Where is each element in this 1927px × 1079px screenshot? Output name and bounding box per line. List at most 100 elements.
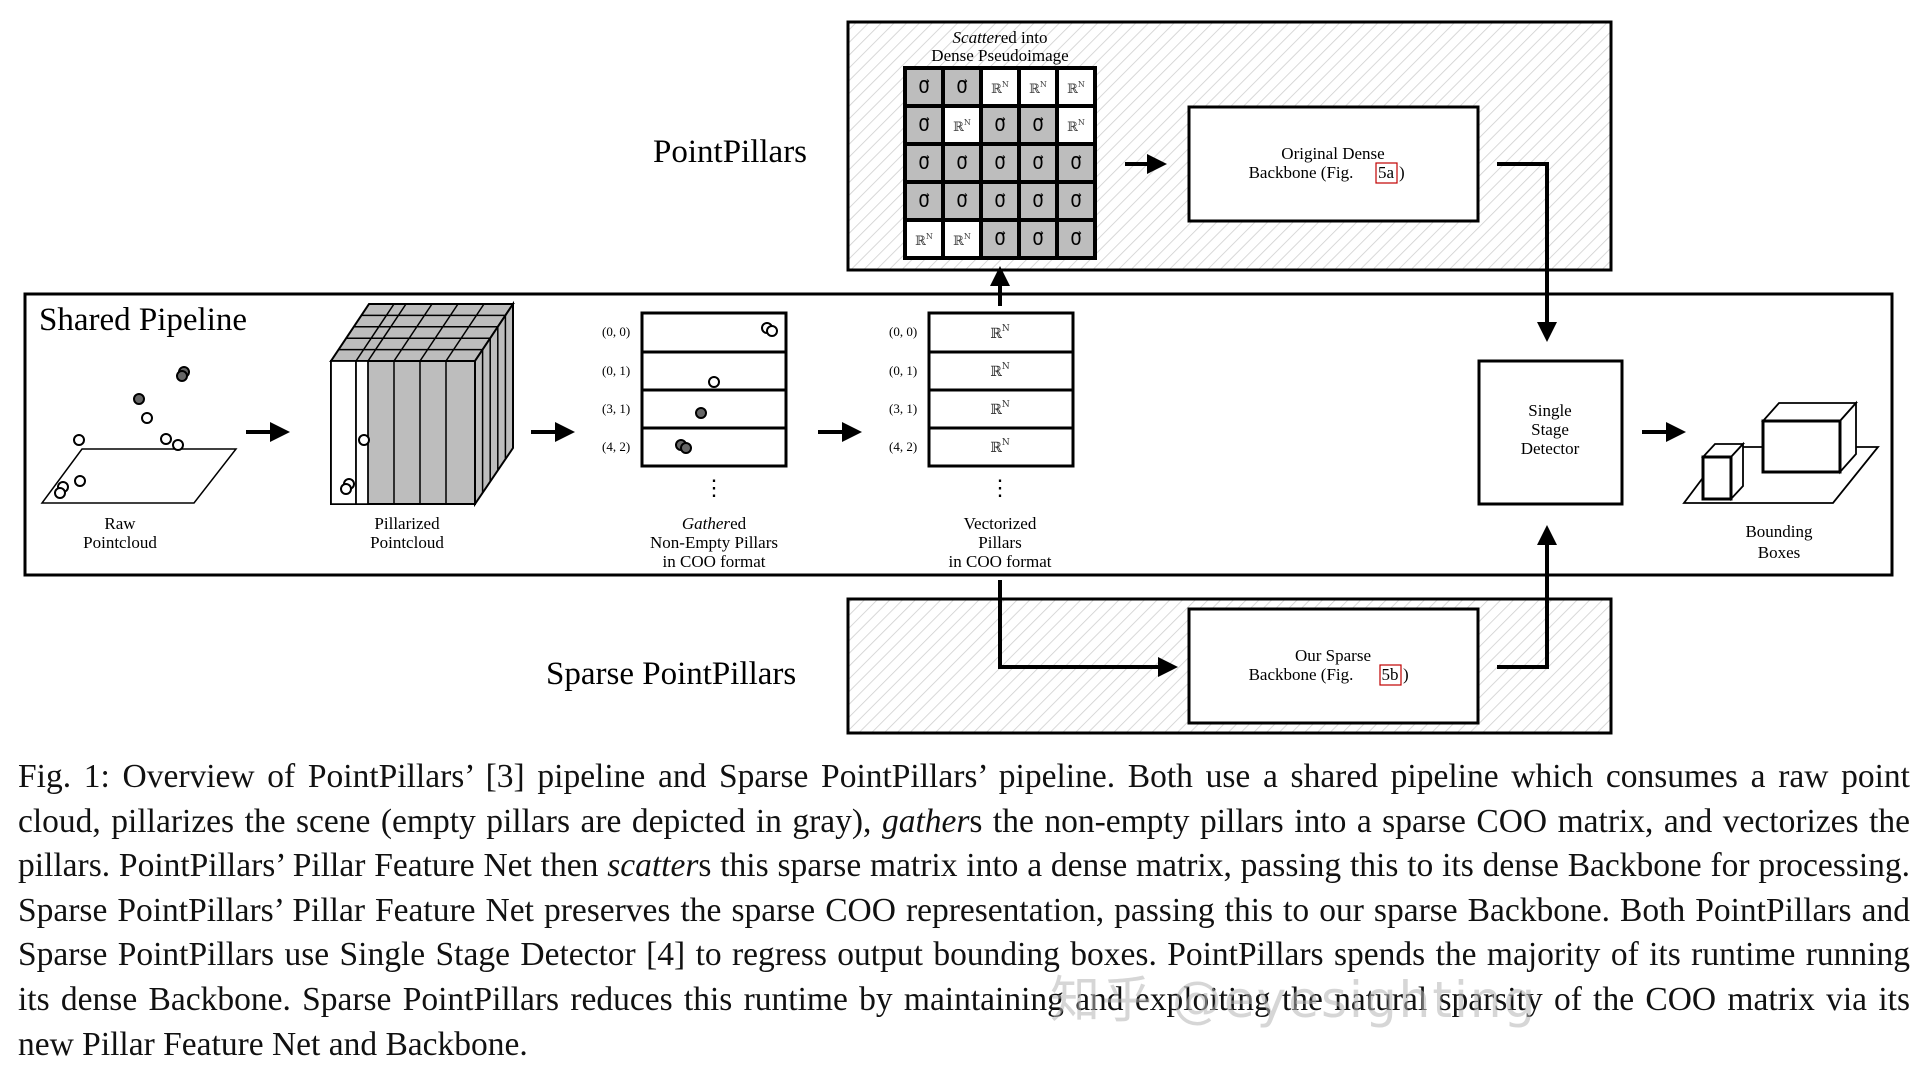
vectorized-label-line2: Pillars — [978, 533, 1021, 552]
zero-vector: 0⃗ — [1070, 153, 1081, 174]
grid-cell — [945, 70, 979, 104]
zero-vector: 0⃗ — [1070, 229, 1081, 250]
zero-vector: 0⃗ — [918, 115, 929, 136]
real-vector: ℝN — [1067, 118, 1085, 135]
detector-line1: Single — [1528, 401, 1571, 420]
vector-cell: ℝN — [990, 438, 1010, 456]
sparse-backbone-line1: Our Sparse — [1295, 646, 1371, 665]
gathered-row — [640, 388, 788, 430]
pillarized-cube-lines — [330, 303, 514, 505]
real-vector: ℝN — [1067, 80, 1085, 97]
sparse-backbone-ref-box — [1379, 664, 1402, 686]
zero-vector: 0⃗ — [918, 153, 929, 174]
zero-vector: 0⃗ — [956, 191, 967, 212]
caption-italic: scatter — [607, 847, 699, 885]
gathered-point — [695, 407, 707, 419]
point — [141, 412, 153, 424]
grid-cell — [1059, 108, 1093, 142]
grid-cell — [983, 108, 1017, 142]
point — [133, 393, 145, 405]
top-grid-line — [355, 303, 395, 362]
gathered-point — [708, 376, 720, 388]
gathered-point — [766, 325, 778, 337]
coord-label: (0, 1) — [889, 363, 917, 378]
watermark: 知乎 @eyesighting — [1050, 971, 1538, 1029]
arrow-sparse-backbone-to-detector — [1497, 525, 1557, 669]
grid-cell — [983, 184, 1017, 218]
vectorized-label-line3: in COO format — [949, 552, 1052, 571]
bounding-label-line1: Bounding — [1745, 522, 1813, 541]
grid-cell — [945, 222, 979, 256]
top-grid-line — [445, 303, 485, 362]
grid-cell — [1059, 146, 1093, 180]
coord-label: (0, 0) — [889, 324, 917, 339]
scatter-label: Scattered into — [953, 28, 1048, 47]
top-grid-line — [330, 303, 370, 362]
pillar-nonempty — [355, 360, 369, 505]
vectorized-ellipsis: ⋮ — [989, 476, 1011, 501]
zero-vector: 0⃗ — [1032, 191, 1043, 212]
dense-backbone-ref-box — [1375, 162, 1398, 184]
detector-box — [1477, 359, 1624, 506]
caption-italic: gather — [881, 802, 970, 840]
top-grid-line — [367, 303, 407, 362]
point — [160, 433, 172, 445]
zero-vector: 0⃗ — [918, 191, 929, 212]
grid-cell — [907, 70, 941, 104]
detector-line3: Detector — [1521, 439, 1580, 458]
grid-cell — [945, 184, 979, 218]
large-box-front — [1761, 419, 1842, 474]
vectorized-row — [927, 311, 1075, 354]
sparse-backbone-line2: Backbone (Fig. — [1249, 665, 1354, 684]
grid-cell — [907, 108, 941, 142]
zero-vector: 0⃗ — [918, 77, 929, 98]
top-grid-line — [474, 303, 514, 362]
zero-vector: 0⃗ — [956, 153, 967, 174]
coord-label: (0, 1) — [602, 363, 630, 378]
zero-vector: 0⃗ — [994, 191, 1005, 212]
point — [74, 475, 86, 487]
vector-cell: ℝN — [990, 362, 1010, 380]
point — [54, 487, 66, 499]
raw-pointcloud-plane — [40, 448, 238, 504]
grid-cell — [1021, 70, 1055, 104]
vectorized-row — [927, 426, 1075, 468]
real-vector: ℝN — [1029, 80, 1047, 97]
grid-cell — [1021, 222, 1055, 256]
grid-cell — [1059, 222, 1093, 256]
gathered-label-line2: Non-Empty Pillars — [650, 533, 778, 552]
top-grid-line — [419, 303, 459, 362]
dense-backbone-box — [1187, 105, 1480, 223]
vector-cell: ℝN — [990, 400, 1010, 418]
zero-vector: 0⃗ — [994, 229, 1005, 250]
bounding-label-line2: Boxes — [1758, 543, 1801, 562]
pipeline-diagram: PointPillars Shared Pipeline Sparse Poin… — [23, 20, 1894, 735]
grid-cell — [983, 70, 1017, 104]
grid-cell — [983, 146, 1017, 180]
sparse-backbone-ref: 5b — [1382, 665, 1399, 684]
zero-vector: 0⃗ — [1032, 153, 1043, 174]
sparse-backbone-end: ) — [1403, 665, 1409, 684]
grid-cell — [1021, 108, 1055, 142]
coord-label: (0, 0) — [602, 324, 630, 339]
zero-vector: 0⃗ — [994, 115, 1005, 136]
gathered-label-line1: Gathered — [682, 514, 747, 533]
arrow-dense-backbone-to-detector — [1497, 162, 1557, 342]
scatter-label-line2: Dense Pseudoimage — [931, 46, 1068, 65]
point — [172, 439, 184, 451]
coord-label: (4, 2) — [602, 439, 630, 454]
grid-cell — [1021, 184, 1055, 218]
grid-cell — [907, 222, 941, 256]
zero-vector: 0⃗ — [994, 153, 1005, 174]
real-vector: ℝN — [953, 232, 971, 249]
grid-cell — [945, 146, 979, 180]
pillar-point — [340, 483, 352, 495]
arrow-vectorized-to-sparse-backbone — [998, 580, 1178, 677]
grid-cell — [907, 184, 941, 218]
point — [73, 434, 85, 446]
grid-cell — [983, 222, 1017, 256]
bounding-boxes-illustration — [1682, 400, 1880, 504]
grid-cell — [1059, 184, 1093, 218]
vector-cell: ℝN — [990, 324, 1010, 342]
